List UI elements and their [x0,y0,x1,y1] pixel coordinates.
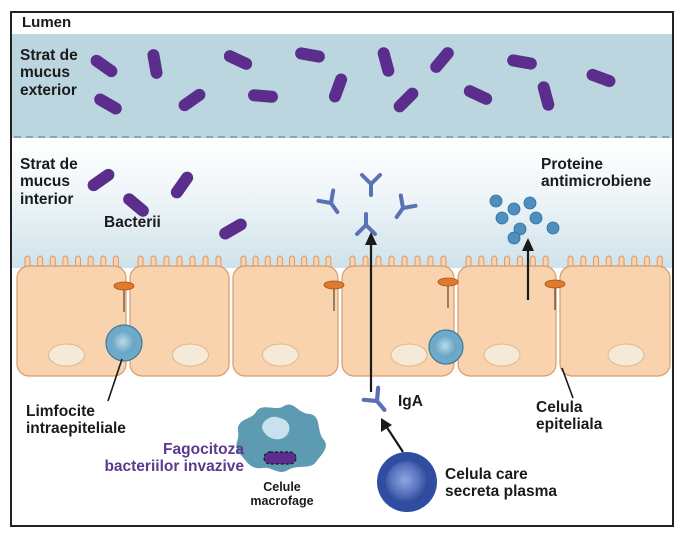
junction-marker [544,279,566,289]
inner-mucus-line-1: Strat de [20,156,78,173]
phagocytosed-bacterium [263,451,297,465]
outer-mucus-line-1: Strat de [20,47,78,64]
cell-nucleus [262,343,299,367]
lymphocytes-line-1: Limfocite [26,403,95,420]
outer-mucus-line-3: exterior [20,81,77,99]
phagocytosis-label: Fagocitoza bacteriilor invazive [94,441,244,476]
epithelial-cell-label: Celula epiteliala [536,399,602,434]
epithelial-line-1: Celula [536,399,583,416]
bacteria-label: Bacterii [104,214,161,231]
antimicrobial-line-2: antimicrobiene [541,173,652,191]
antimicrobial-protein [546,221,560,235]
cell-nucleus [483,343,521,367]
inner-mucus-line-2: mucus [20,173,70,191]
cell-nucleus [172,343,209,367]
cell-nucleus [390,343,428,367]
inner-mucus-line-3: interior [20,190,74,208]
epithelial-cell [16,255,127,377]
epithelial-cell [559,255,671,377]
macrophage-line-1: Celule [263,480,301,494]
macrophage-label: Celule macrofage [232,480,332,508]
epithelial-cell [232,255,339,377]
antimicrobial-protein [507,231,521,245]
epithelial-cell [129,255,230,377]
antimicrobial-protein [529,211,543,225]
plasma-cell-line-2: secreta plasma [445,483,558,501]
epithelial-line-2: epiteliala [536,416,603,434]
outer-mucus-label: Strat de mucus exterior [20,47,78,99]
antimicrobial-protein [507,202,521,216]
junction-marker [113,281,135,291]
iga-label: IgA [398,393,423,410]
antimicrobial-protein [489,194,503,208]
junction-marker [323,280,345,290]
antimicrobial-protein [523,196,537,210]
plasma-cell [377,452,437,512]
epithelial-cell [457,255,557,377]
lymphocytes-label: Limfocite intraepiteliale [26,403,126,438]
antimicrobial-line-1: Proteine [541,156,604,173]
phagocytosis-line-2: bacteriilor invazive [104,458,244,476]
cell-nucleus [48,343,85,367]
antimicrobial-protein [495,211,509,225]
cell-nucleus [607,343,645,367]
plasma-cell-nucleus [386,461,428,503]
plasma-cell-label: Celula care secreta plasma [445,466,557,501]
lymphocytes-line-2: intraepiteliale [26,420,126,438]
phagocytosis-line-1: Fagocitoza [163,441,244,458]
intraepithelial-lymphocyte [428,329,464,365]
lymphocyte-nucleus [112,331,136,355]
antimicrobial-proteins-label: Proteine antimicrobiene [541,156,651,191]
macrophage-line-2: macrofage [250,494,314,508]
outer-mucus-line-2: mucus [20,64,70,82]
plasma-cell-line-1: Celula care [445,466,528,483]
inner-mucus-label: Strat de mucus interior [20,156,78,208]
lumen-label: Lumen [22,14,72,31]
junction-marker [437,277,459,287]
lymphocyte-nucleus [435,336,457,358]
intraepithelial-lymphocyte [105,324,143,362]
epithelial-cell-layer [16,255,671,377]
